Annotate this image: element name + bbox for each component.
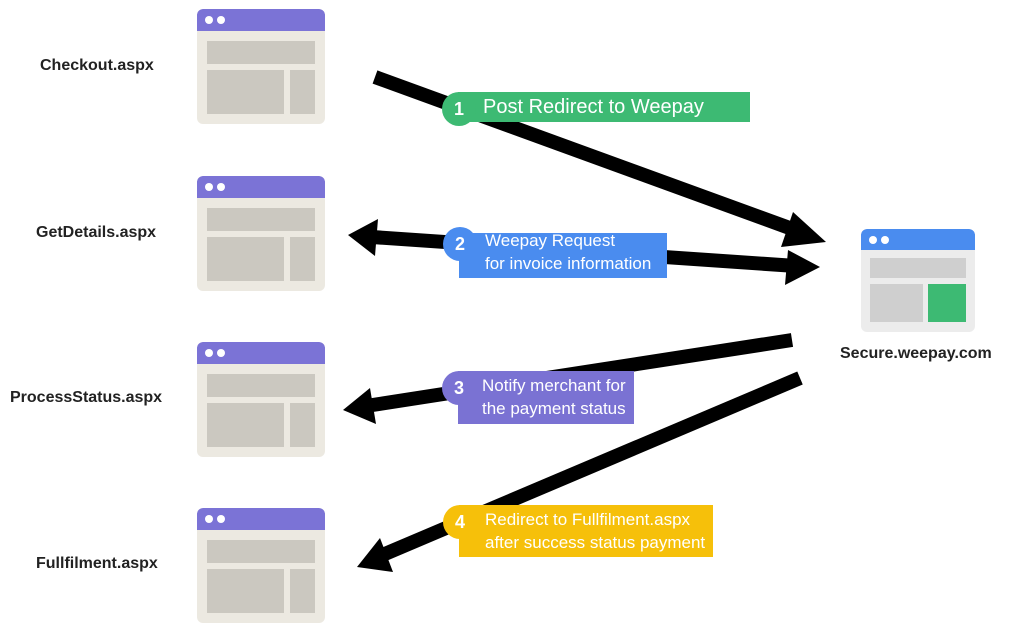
- step-3-text: Notify merchant for the payment status: [458, 371, 634, 424]
- step-4-line-2: after success status payment: [485, 533, 706, 552]
- window-header-block: [207, 374, 315, 397]
- window-title-bar: [197, 342, 325, 364]
- step-4-text: Redirect to Fullfilment.aspx after succe…: [459, 505, 714, 557]
- arrowhead-step-2-right: [785, 250, 820, 285]
- window-sidebar-block: [290, 403, 315, 447]
- server-label: Secure.weepay.com: [840, 345, 992, 362]
- step-2-line-1: Weepay Request: [485, 231, 616, 250]
- step-1-line-1: Post Redirect to Weepay: [483, 96, 704, 118]
- page-label-getdetails: GetDetails.aspx: [36, 224, 157, 241]
- window-content-block: [207, 70, 284, 114]
- window-dot: [217, 349, 225, 357]
- window-header-block: [207, 208, 315, 231]
- window-content-block: [207, 403, 284, 447]
- window-header-block: [207, 41, 315, 64]
- page-label-processstatus: ProcessStatus.aspx: [10, 389, 163, 406]
- step-2-line-2: for invoice information: [485, 254, 652, 273]
- step-2-text: Weepay Request for invoice information: [459, 231, 668, 278]
- step-1-text: Post Redirect to Weepay: [458, 92, 750, 122]
- window-title-bar: [197, 508, 325, 530]
- arrowhead-step-3: [343, 388, 376, 424]
- step-1-badge: 1: [442, 92, 476, 126]
- window-header-block: [870, 258, 966, 278]
- server-window-icon: [861, 229, 975, 332]
- getdetails-window-icon: [197, 176, 325, 291]
- window-content-block: [870, 284, 923, 322]
- window-dot: [205, 16, 213, 24]
- window-dot: [205, 183, 213, 191]
- window-content-block: [207, 569, 284, 613]
- window-dot: [217, 515, 225, 523]
- step-3-badge: 3: [442, 371, 476, 405]
- step-2-badge: 2: [443, 227, 477, 261]
- page-label-fullfilment: Fullfilment.aspx: [36, 555, 158, 572]
- window-dot: [205, 349, 213, 357]
- window-dot: [869, 236, 877, 244]
- page-label-checkout: Checkout.aspx: [40, 57, 154, 74]
- checkout-window-icon: [197, 9, 325, 124]
- step-3-line-1: Notify merchant for: [482, 376, 626, 395]
- window-title-bar: [197, 9, 325, 31]
- window-header-block: [207, 540, 315, 563]
- fullfilment-window-icon: [197, 508, 325, 623]
- window-title-bar: [861, 229, 975, 250]
- window-title-bar: [197, 176, 325, 198]
- window-content-block: [207, 237, 284, 281]
- window-dot: [205, 515, 213, 523]
- arrowhead-step-2-left: [348, 219, 378, 256]
- arrowhead-step-1: [781, 212, 826, 247]
- step-4-line-1: Redirect to Fullfilment.aspx: [485, 510, 691, 529]
- step-4-badge: 4: [443, 505, 477, 539]
- step-1-label: 1 Post Redirect to Weepay: [442, 92, 750, 126]
- step-3-label: 3 Notify merchant for the payment status: [442, 371, 634, 424]
- step-3-line-2: the payment status: [482, 399, 626, 418]
- window-sidebar-block: [290, 70, 315, 114]
- window-dot: [217, 16, 225, 24]
- window-sidebar-block: [290, 237, 315, 281]
- window-accent-block: [928, 284, 966, 322]
- step-4-label: 4 Redirect to Fullfilment.aspx after suc…: [443, 505, 714, 557]
- arrowhead-step-4: [357, 538, 393, 572]
- step-2-label: 2 Weepay Request for invoice information: [443, 227, 668, 278]
- window-sidebar-block: [290, 569, 315, 613]
- processstatus-window-icon: [197, 342, 325, 457]
- window-dot: [217, 183, 225, 191]
- window-dot: [881, 236, 889, 244]
